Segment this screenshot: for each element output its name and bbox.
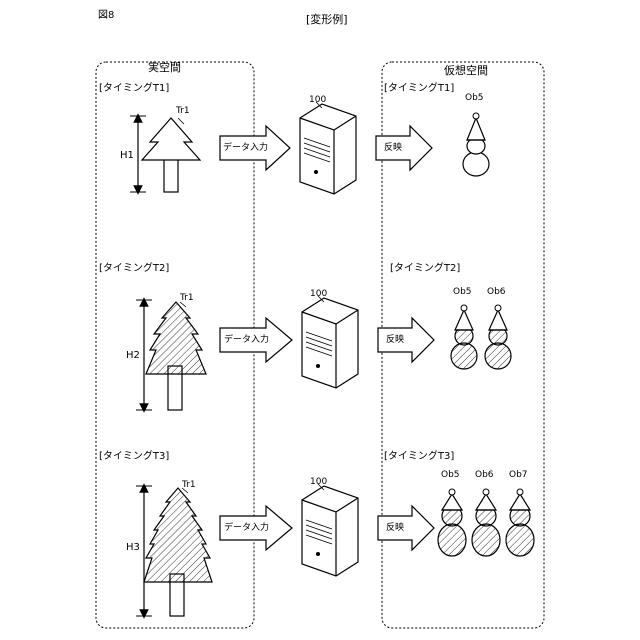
virtual-space-label: 仮想空間: [444, 65, 488, 77]
virtual-timing-label: [タイミングT2]: [390, 263, 460, 275]
server-icon: [302, 486, 358, 576]
figure-title: [変形例]: [306, 14, 348, 26]
virtual-object-ob6: [485, 305, 511, 369]
object-label-ob5: Ob5: [465, 92, 484, 104]
object-label-ob6: Ob6: [475, 469, 494, 481]
real-timing-label: [タイミングT3]: [99, 451, 169, 463]
real-timing-label: [タイミングT1]: [99, 83, 169, 95]
server-ref-label: 100: [310, 476, 327, 488]
real-timing-label: [タイミングT2]: [99, 263, 169, 275]
tree-ref-label: Tr1: [182, 479, 196, 491]
object-label-ob5: Ob5: [453, 286, 472, 298]
virtual-timing-label: [タイミングT3]: [384, 451, 454, 463]
tree-icon: [142, 118, 200, 192]
virtual-object-ob6: [472, 489, 500, 556]
server-icon: [302, 298, 358, 388]
height-label: H3: [126, 542, 140, 554]
figure-label: 図8: [98, 10, 114, 22]
server-ref-label: 100: [309, 94, 326, 106]
virtual-object-ob5: [451, 305, 477, 369]
height-label: H2: [126, 350, 140, 362]
virtual-object-ob5: [438, 489, 466, 556]
virtual-object-ob5: [463, 113, 489, 176]
tree-icon: [146, 302, 206, 410]
virtual-timing-label: [タイミングT1]: [384, 83, 454, 95]
data-input-label: データ入力: [223, 142, 268, 154]
data-input-label: データ入力: [224, 522, 269, 534]
reflect-label: 反映: [386, 334, 404, 346]
tree-icon: [144, 488, 212, 616]
server-icon: [300, 104, 356, 194]
data-input-label: データ入力: [224, 334, 269, 346]
reflect-label: 反映: [384, 142, 402, 154]
row-2: [136, 296, 511, 410]
reflect-label: 反映: [386, 522, 404, 534]
object-label-ob5: Ob5: [441, 469, 460, 481]
row-3: [136, 484, 534, 616]
object-label-ob7: Ob7: [509, 469, 528, 481]
virtual-object-ob7: [506, 489, 534, 556]
height-label: H1: [120, 150, 134, 162]
tree-ref-label: Tr1: [176, 105, 190, 117]
real-space-label: 実空間: [148, 62, 181, 74]
tree-ref-label: Tr1: [180, 292, 194, 304]
tree-ref-leader: [178, 118, 184, 124]
object-label-ob6: Ob6: [487, 286, 506, 298]
server-ref-label: 100: [310, 288, 327, 300]
